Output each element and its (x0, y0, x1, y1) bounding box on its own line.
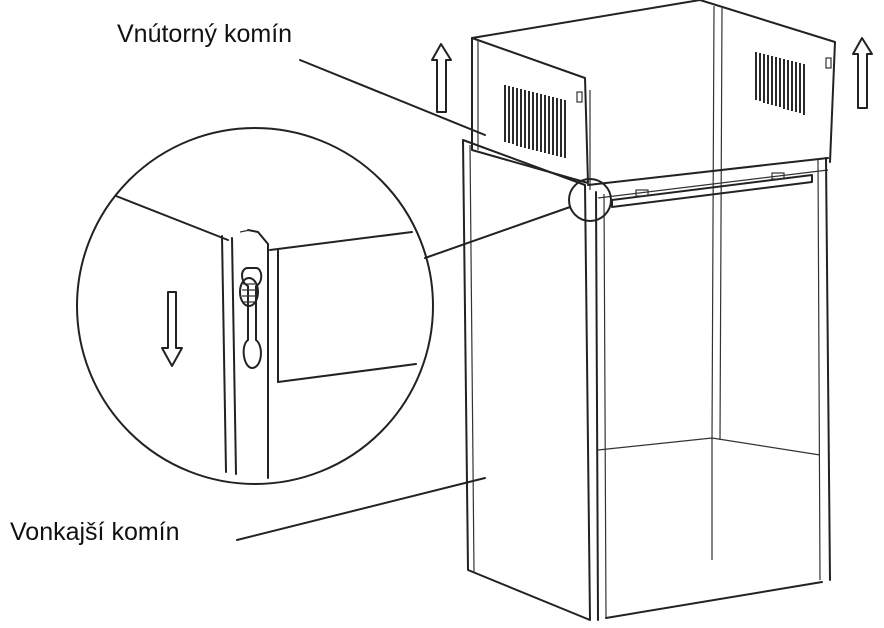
vent-right (755, 52, 805, 115)
arrow-up-icon (431, 43, 452, 113)
vent-left (504, 85, 566, 158)
inner-chimney-label: Vnútorný komín (117, 20, 293, 48)
inner-chimney (471, 0, 836, 441)
detail-magnifier (76, 127, 612, 485)
arrow-up-icon (852, 37, 873, 109)
leader-lines (236, 59, 486, 541)
outer-chimney-label: Vonkajší komín (10, 518, 180, 546)
outer-chimney (462, 139, 831, 621)
mounting-screw-icon (239, 277, 259, 307)
arrow-down-icon (161, 291, 183, 367)
